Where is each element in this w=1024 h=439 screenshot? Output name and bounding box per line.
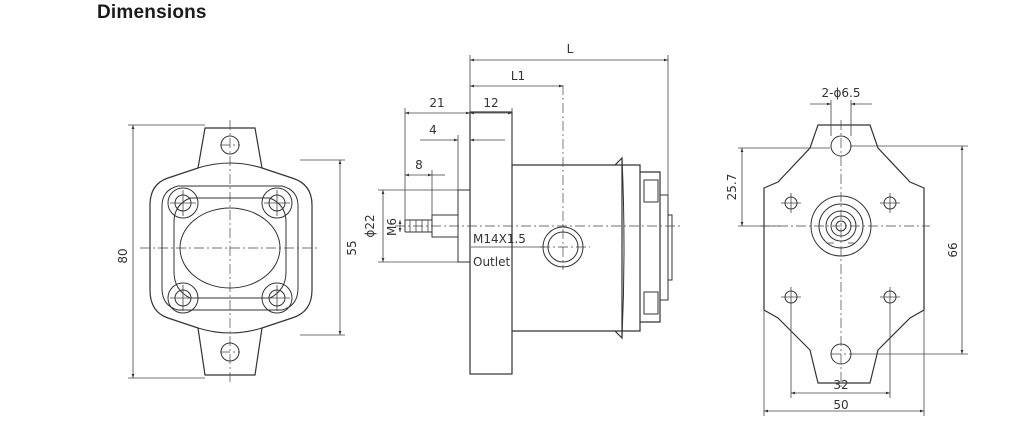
dim-25-7: 25.7 [725, 174, 739, 201]
dim-shaft-diameter: ϕ22 [363, 214, 377, 237]
side-view [378, 55, 680, 375]
dim-length-L1: L1 [511, 69, 525, 83]
outlet-thread-label: M14X1.5 [473, 232, 526, 246]
dim-4: 4 [429, 123, 437, 137]
dim-front-height: 80 [116, 248, 130, 263]
dim-shaft-thread: M6 [385, 218, 399, 236]
dim-8: 8 [415, 158, 423, 172]
dim-32: 32 [833, 378, 848, 392]
dim-front-inner-height: 55 [345, 240, 359, 255]
dim-12: 12 [483, 96, 498, 110]
dim-mounting-holes: 2-ϕ6.5 [822, 86, 861, 100]
dim-66: 66 [946, 242, 960, 257]
dim-50: 50 [833, 398, 848, 412]
front-view [128, 120, 345, 382]
dim-21: 21 [429, 96, 444, 110]
page-title: Dimensions [97, 2, 207, 23]
dim-length-L: L [567, 42, 574, 56]
rear-view [738, 100, 968, 416]
outlet-label: Outlet [473, 255, 510, 269]
